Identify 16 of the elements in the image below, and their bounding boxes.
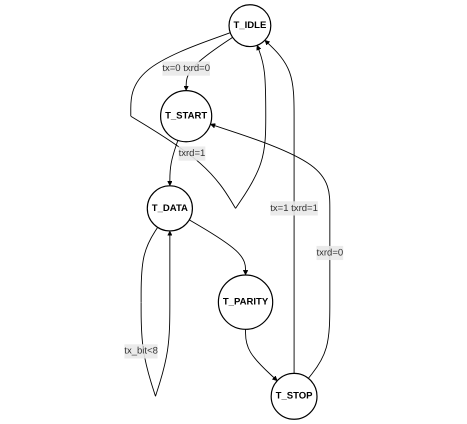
node-circle: T_IDLE <box>228 4 272 48</box>
node-circle: T_DATA <box>146 185 193 232</box>
edge-label: txrd=1 <box>178 148 206 158</box>
node-circle: T_PARITY <box>218 274 274 330</box>
arrow <box>166 140 178 186</box>
arrow <box>210 123 330 379</box>
edge-label: tx_bit<8 <box>124 346 158 356</box>
arrow <box>130 32 266 209</box>
arrow <box>264 40 294 374</box>
node-circle: T_STOP <box>270 372 318 420</box>
edge-label: tx=0 txrd=0 <box>162 63 210 74</box>
node-circle: T_START <box>160 90 212 142</box>
edge-label: txrd=0 <box>316 248 343 258</box>
edge-label: tx=1 txrd=1 <box>270 203 318 214</box>
arrow <box>244 328 278 381</box>
arrow <box>188 219 248 276</box>
